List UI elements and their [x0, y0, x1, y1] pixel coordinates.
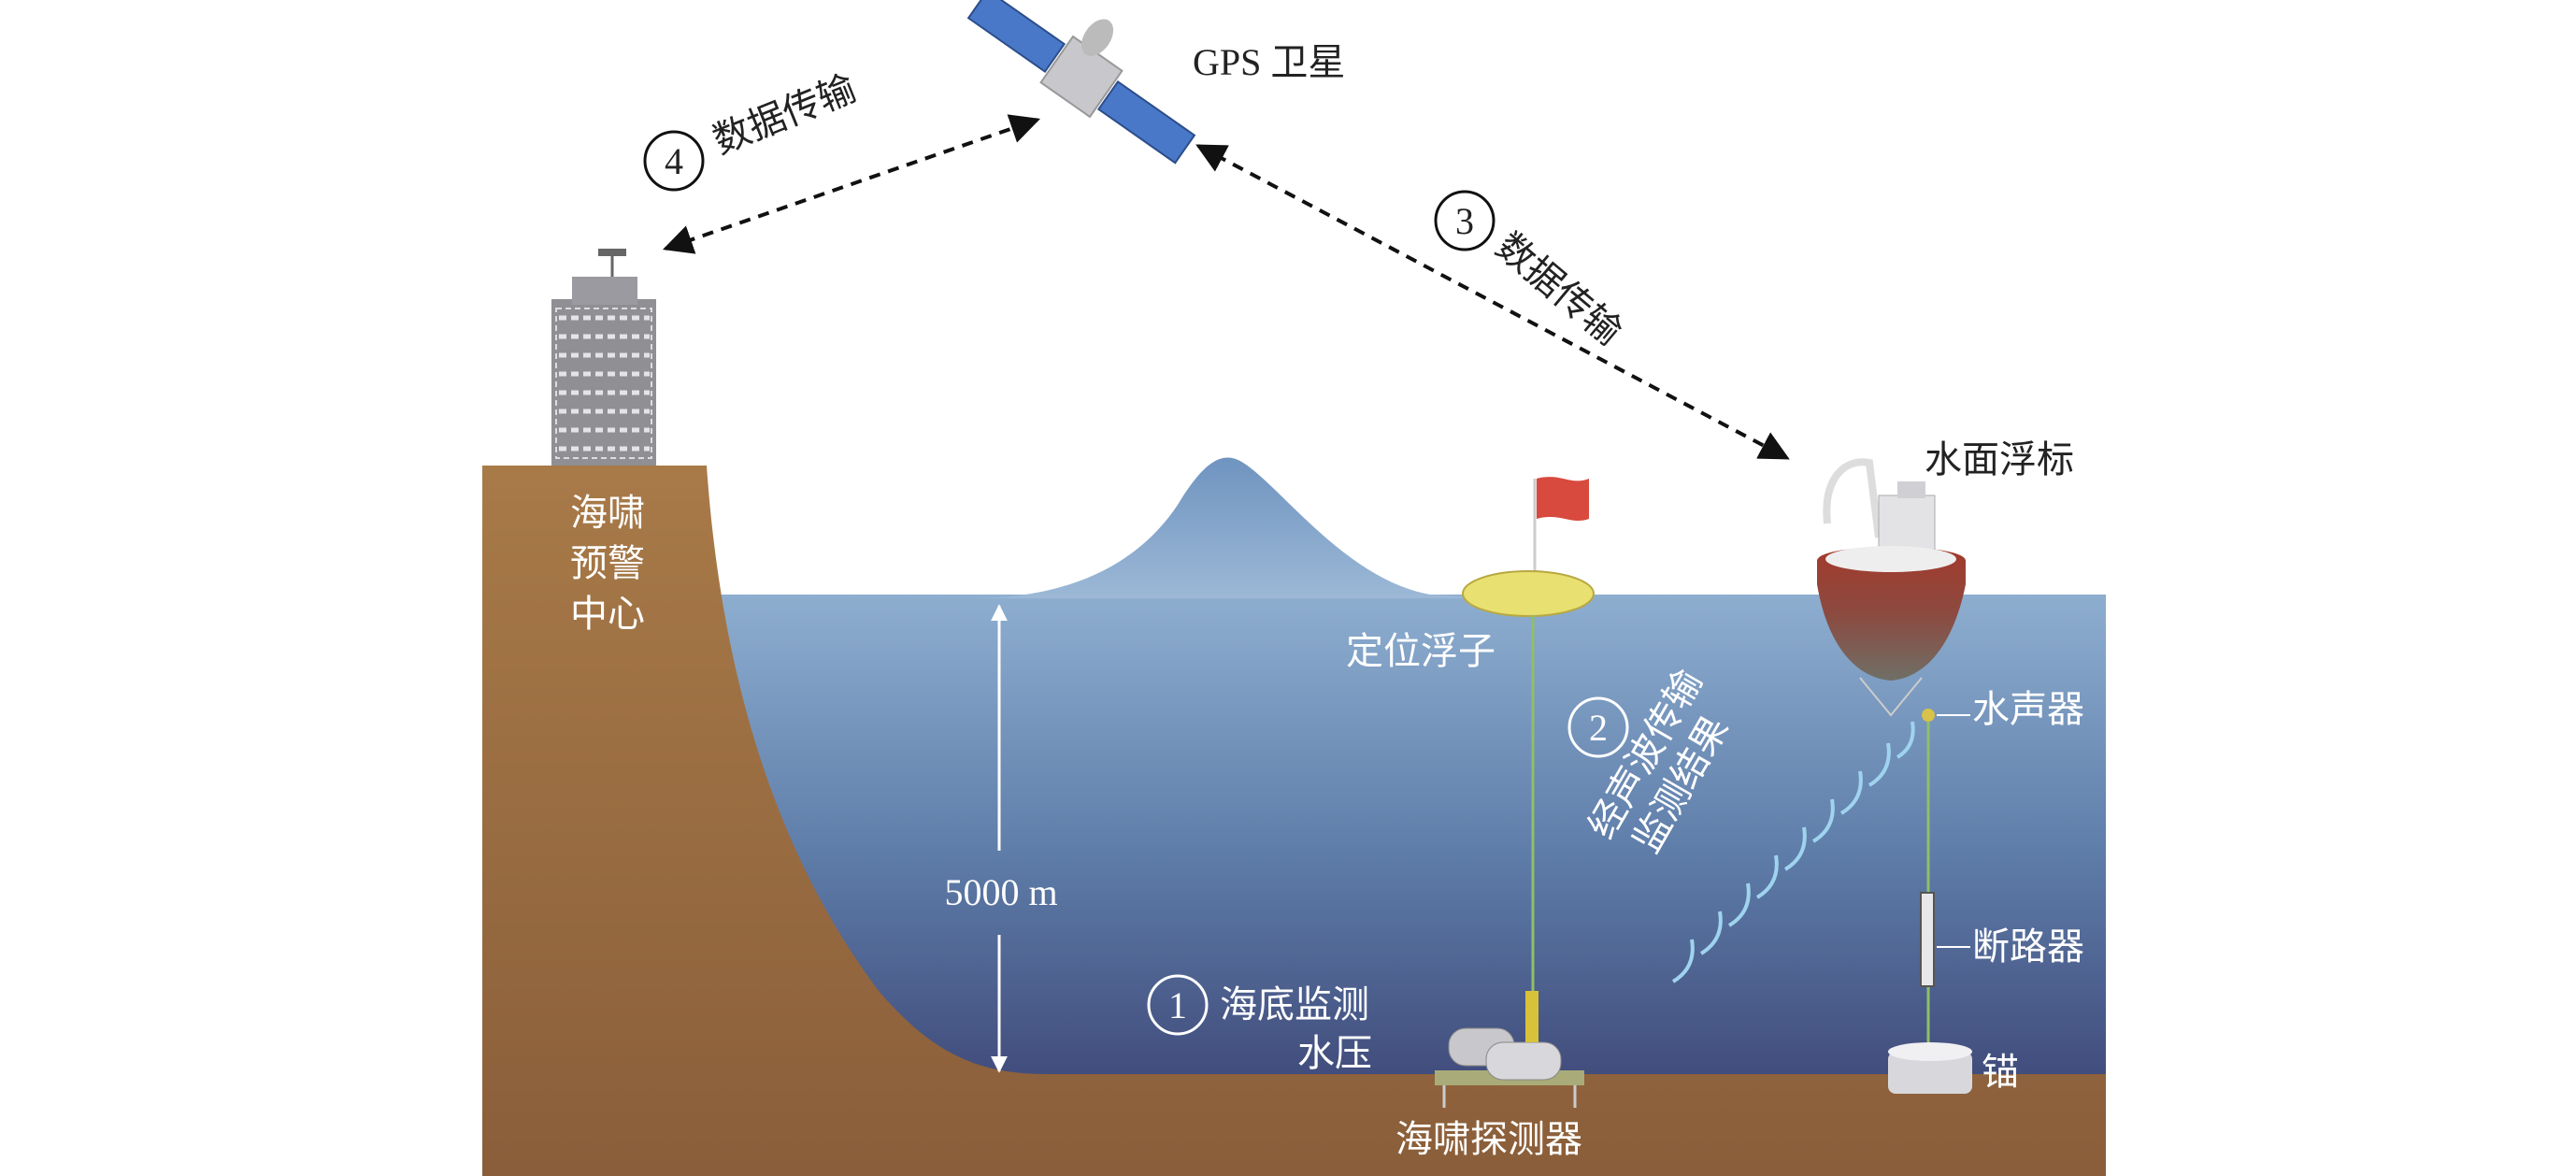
hydrophone: [1922, 709, 1935, 722]
tsunami-detector: [1435, 991, 1584, 1108]
step-2-badge: 2: [1567, 696, 1629, 758]
warning-center-label-1: 海啸: [570, 492, 645, 534]
anchor-label: 锚: [1982, 1051, 2019, 1093]
acoustic-waves: [1671, 721, 1915, 983]
ocean: [710, 595, 2106, 1099]
surface-buoy-label: 水面浮标: [1925, 438, 2074, 480]
seafloor-label-2: 水压: [1297, 1032, 1372, 1074]
positioning-float-label: 定位浮子: [1346, 630, 1496, 672]
warning-center-building: [551, 249, 656, 466]
data-transfer-label-4: 数据传输: [708, 67, 862, 163]
gps-satellite: [966, 0, 1196, 165]
data-transfer-arrow-4: [662, 114, 1041, 254]
satellite-label: GPS 卫星: [1193, 41, 1345, 83]
svg-text:3: 3: [1455, 200, 1474, 242]
breaker: [1920, 892, 1935, 987]
step-1-badge: 1: [1147, 974, 1209, 1036]
warning-center-label-3: 中心: [570, 593, 645, 635]
svg-text:4: 4: [665, 140, 683, 182]
tsunami-wave: [972, 457, 1496, 598]
positioning-float: [1462, 477, 1595, 617]
hydrophone-label: 水声器: [1972, 688, 2084, 730]
seafloor-label-1: 海底监测: [1220, 983, 1369, 1025]
step-4-badge: 4: [643, 130, 705, 192]
data-transfer-label-3: 数据传输: [1488, 224, 1629, 352]
detector-label: 海啸探测器: [1395, 1118, 1582, 1160]
svg-text:1: 1: [1168, 984, 1187, 1026]
data-transfer-arrow-3: [1195, 144, 1790, 460]
coastal-cliff-and-seafloor: [482, 466, 2106, 1176]
anchor: [1888, 1042, 1972, 1094]
svg-text:2: 2: [1589, 707, 1608, 749]
surface-buoy: [1817, 458, 1966, 717]
breaker-label: 断路器: [1972, 925, 2084, 968]
depth-label: 5000 m: [944, 871, 1057, 913]
warning-center-label-2: 预警: [570, 542, 645, 584]
step-3-badge: 3: [1434, 190, 1496, 251]
